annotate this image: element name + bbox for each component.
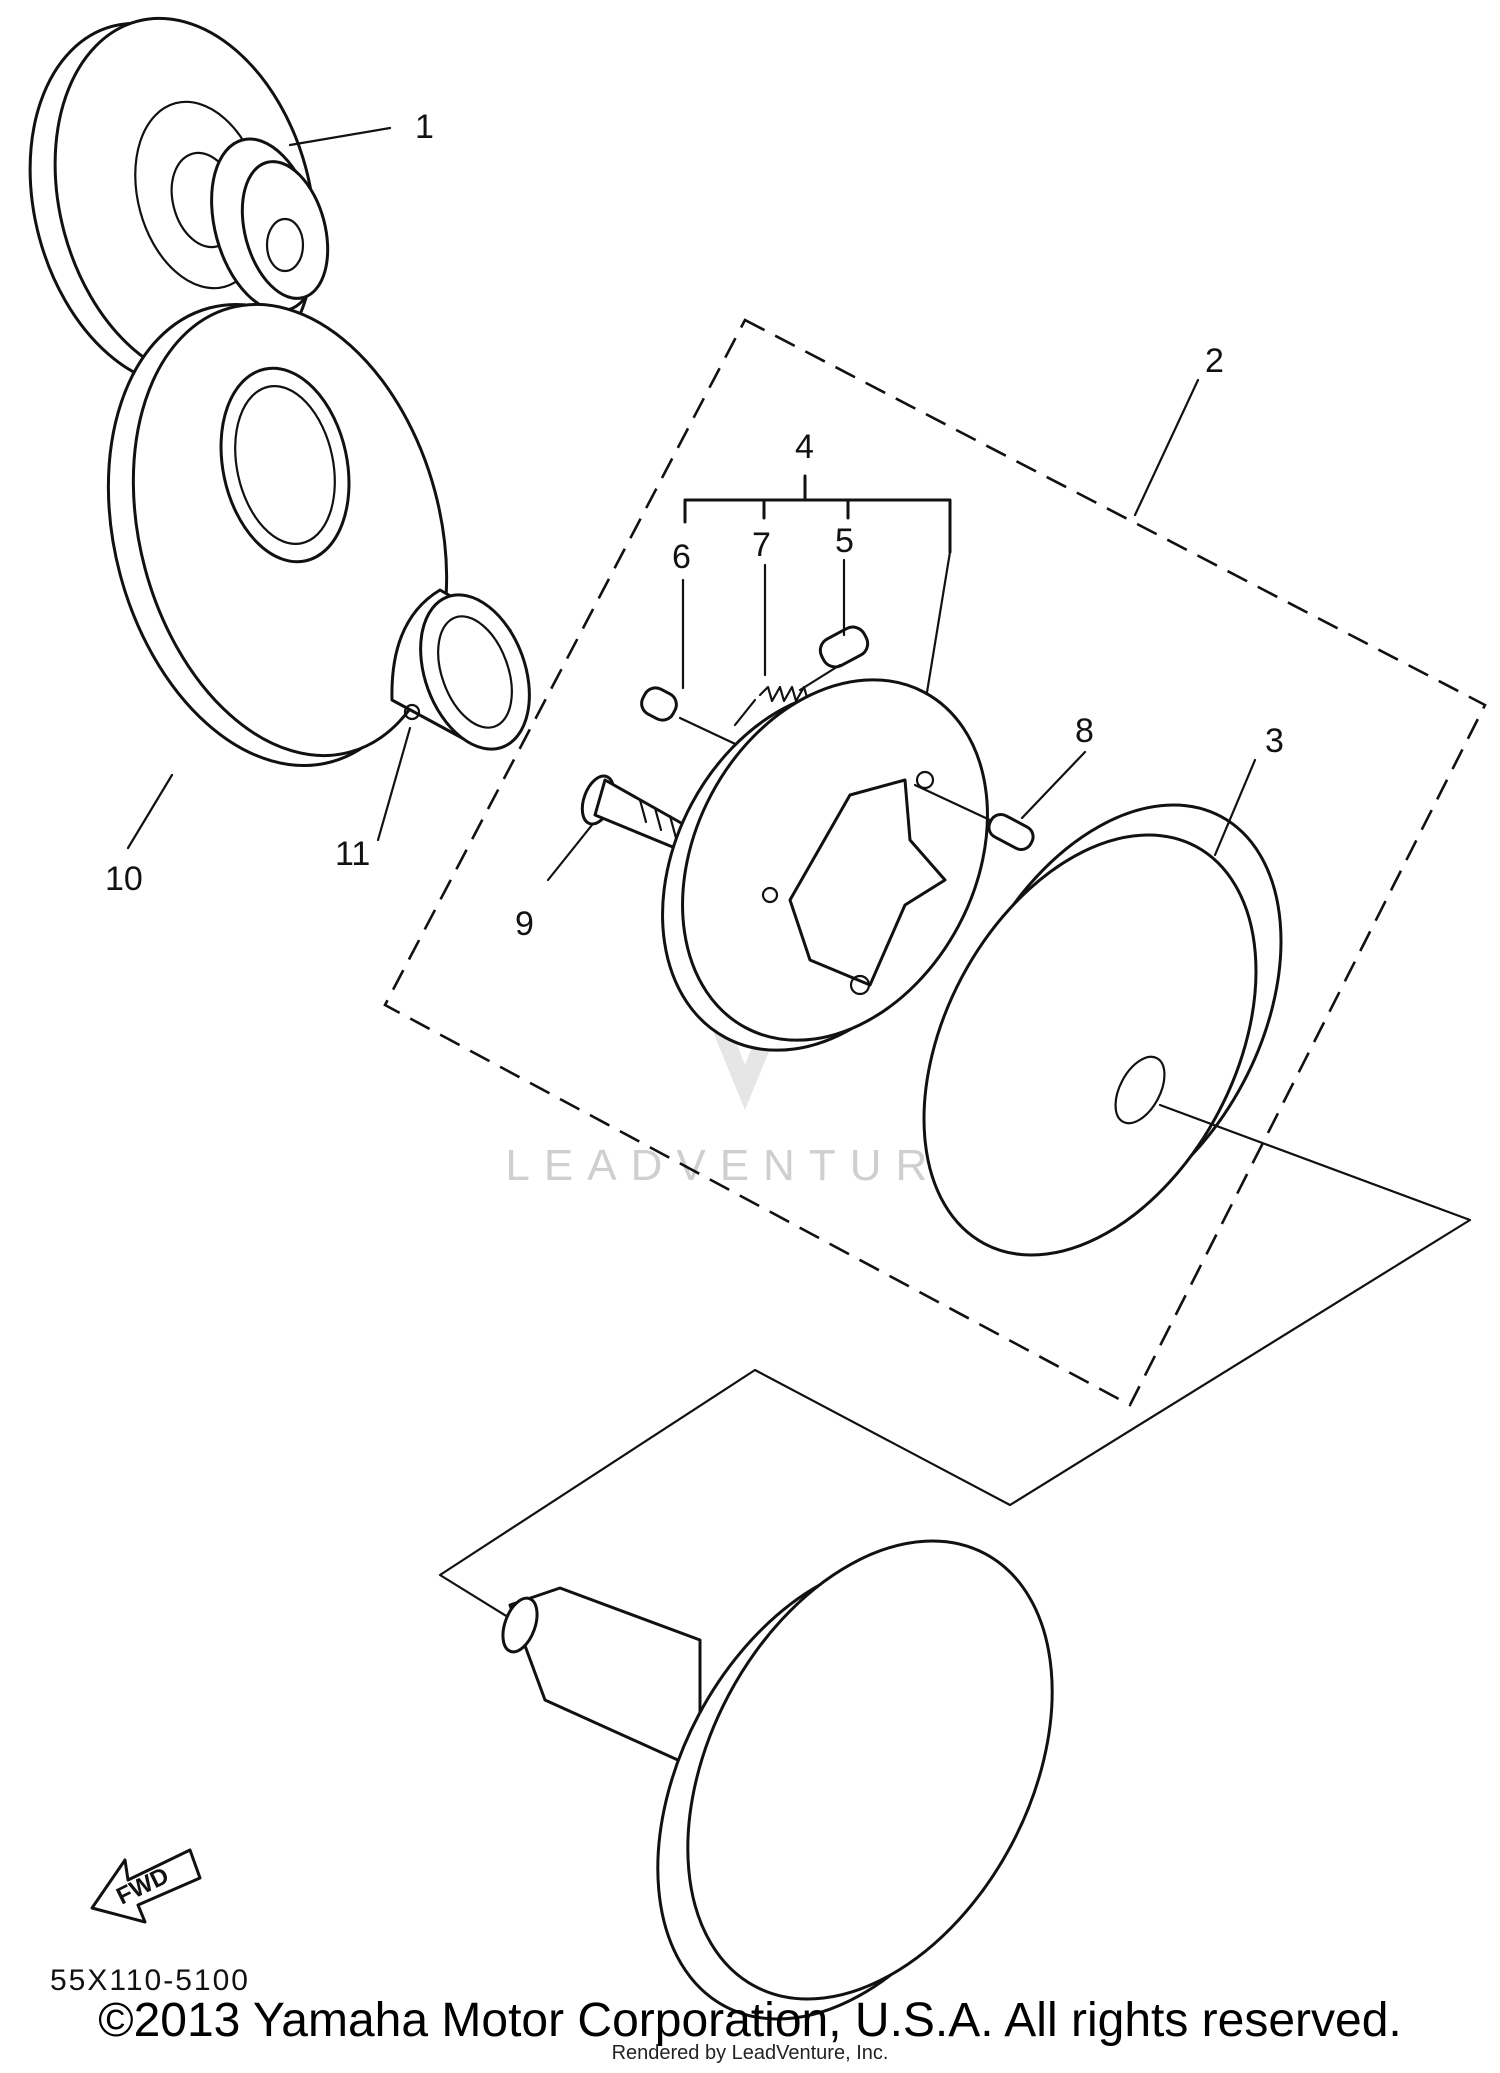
assembly-2-boundary	[383, 318, 1487, 1407]
part-7-spring[interactable]	[733, 685, 810, 727]
fwd-direction-arrow: FWD	[90, 1848, 202, 1924]
part-8-pin[interactable]	[913, 783, 1037, 853]
callout-6: 6	[672, 538, 691, 576]
leader-lines	[126, 126, 1257, 882]
callout-8: 8	[1075, 712, 1094, 750]
part-2-clutch-assembly[interactable]	[602, 627, 1048, 1104]
callout-5: 5	[835, 522, 854, 560]
drawing-code: 55X110-5100	[50, 1964, 250, 1997]
part-1-idle-gear[interactable]	[0, 0, 354, 416]
callout-7: 7	[752, 526, 771, 564]
render-note: Rendered by LeadVenture, Inc.	[611, 2042, 889, 2064]
callout-3: 3	[1265, 722, 1284, 760]
callout-11: 11	[335, 835, 370, 873]
part-11-collar[interactable]	[390, 580, 549, 765]
callout-2: 2	[1205, 342, 1224, 380]
assembly-axis	[438, 1103, 1472, 1642]
callout-9: 9	[515, 905, 534, 943]
kit-4-bracket	[683, 474, 952, 737]
watermark-text: LEADVENTURE	[505, 1141, 984, 1190]
crankshaft-reference	[501, 1539, 1054, 2021]
callout-1: 1	[415, 108, 434, 146]
callout-10: 10	[105, 860, 143, 898]
callout-numbers: 1 2 3 4 5 6 7 8 9 10 11	[105, 108, 1284, 943]
part-3-clutch-housing[interactable]	[856, 748, 1348, 1311]
part-5-cap[interactable]	[798, 622, 872, 692]
part-10-wheel-gear[interactable]	[59, 268, 494, 802]
part-9-bolt[interactable]	[576, 772, 692, 852]
callout-4: 4	[795, 428, 814, 466]
copyright-notice: ©2013 Yamaha Motor Corporation, U.S.A. A…	[98, 1994, 1402, 2047]
